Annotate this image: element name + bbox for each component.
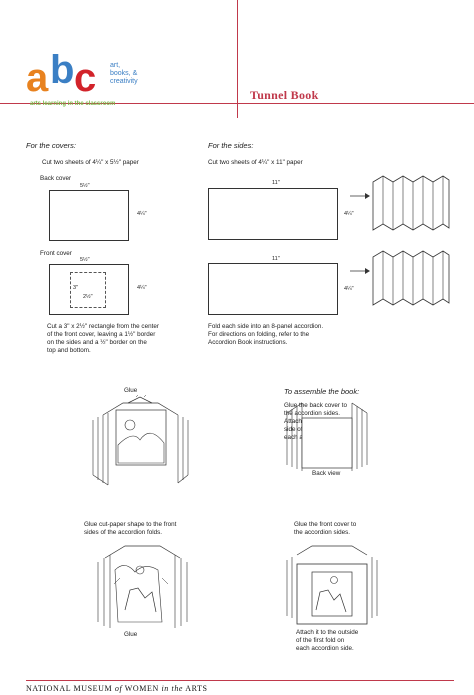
- footer-rule: [26, 680, 454, 681]
- glue-label-top: Glue: [124, 387, 138, 394]
- sides-note: Fold each side into an 8-panel accordion…: [208, 323, 324, 346]
- glue-label-bottom: Glue: [124, 631, 138, 638]
- covers-note: Cut a 3" x 2½" rectangle from the center…: [47, 323, 159, 354]
- logo-text: art,books, &creativity: [110, 62, 138, 85]
- back-view-label: Back view: [312, 470, 341, 477]
- sides-instruction: Cut two sheets of 4¼" x 11" paper: [208, 159, 303, 166]
- front-cover-cutout: [70, 272, 106, 308]
- back-cover-width: 5½": [80, 183, 90, 189]
- cutout-height: 3": [73, 285, 79, 291]
- front-cover-height: 4¼": [137, 285, 147, 291]
- cutout-width: 2½": [83, 294, 93, 300]
- page-title: Tunnel Book: [250, 88, 319, 102]
- side2-width: 11": [272, 256, 280, 262]
- side1-diagram: [208, 188, 338, 240]
- footer-museum-name: NATIONAL MUSEUM of WOMEN in the ARTS: [26, 684, 208, 693]
- back-cover-label: Back cover: [40, 175, 72, 182]
- front-cover-label: Front cover: [40, 250, 72, 257]
- header-horizontal-rule: [0, 103, 474, 104]
- cut-paper-shape-illustration: [97, 545, 188, 628]
- accordion-arrow-icon: [350, 250, 450, 306]
- logo-letter-b: b: [50, 48, 75, 92]
- side1-width: 11": [272, 180, 280, 186]
- covers-instruction: Cut two sheets of 4¼" x 5½" paper: [42, 159, 139, 166]
- back-view-illustration: [286, 402, 368, 471]
- assemble-heading: To assemble the book:: [284, 387, 360, 396]
- side2-diagram: [208, 263, 338, 315]
- header-vertical-rule: [237, 0, 238, 118]
- back-cover-diagram: [49, 190, 129, 241]
- back-cover-height: 4¼": [137, 211, 147, 217]
- logo-letter-c: c: [74, 56, 97, 100]
- tunnel-book-glue-illustration: [92, 395, 189, 486]
- covers-heading: For the covers:: [26, 141, 77, 150]
- logo-tagline: arts learning in the classroom: [30, 101, 116, 107]
- side2-height: 4¼": [344, 286, 354, 292]
- logo-letter-a: a: [26, 56, 49, 100]
- accordion-arrow-icon: [350, 175, 450, 231]
- front-cover-width: 5½": [80, 257, 90, 263]
- front-cover-attach-illustration: [286, 545, 378, 625]
- sides-heading: For the sides:: [208, 141, 254, 150]
- side1-height: 4¼": [344, 211, 354, 217]
- front-cover-diagram: [49, 264, 129, 315]
